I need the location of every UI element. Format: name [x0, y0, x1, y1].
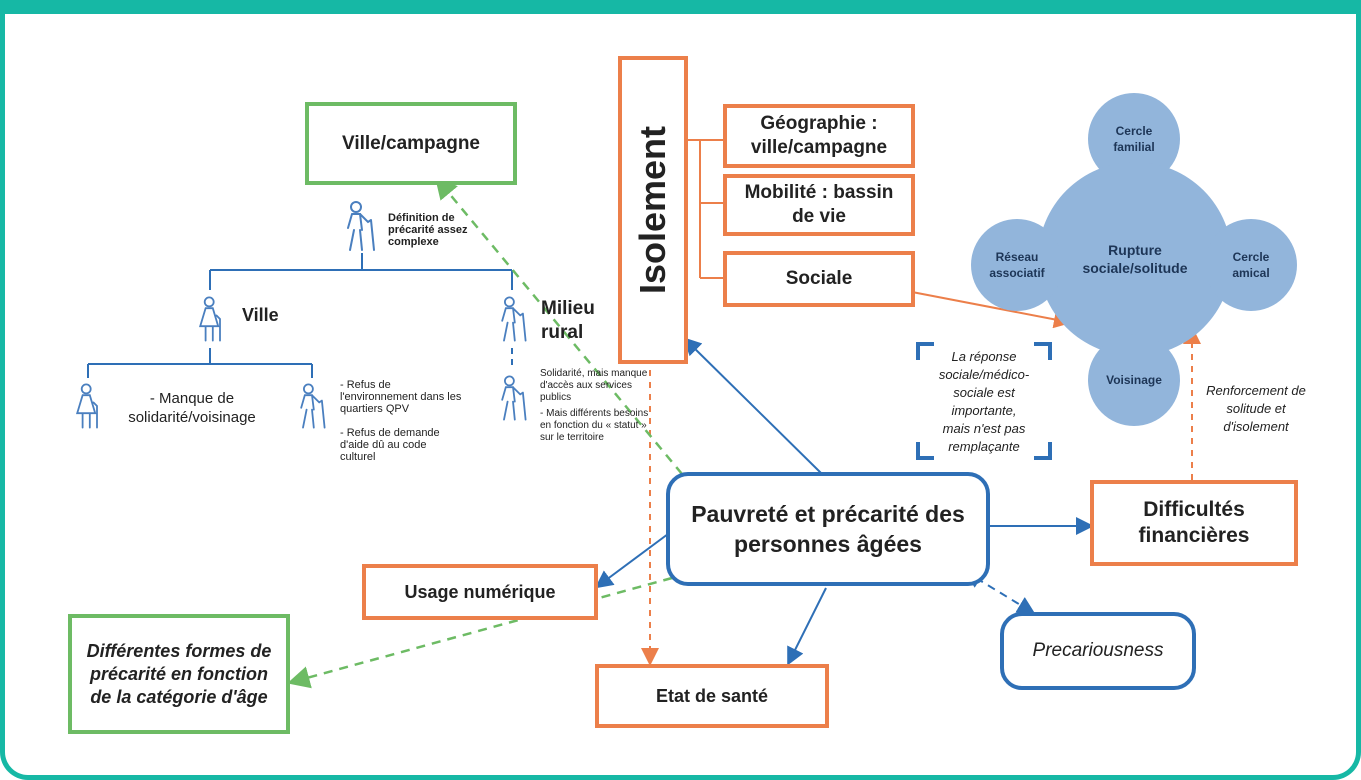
center-box: Pauvreté et précarité des personnes âgée…: [666, 472, 990, 586]
isolement-item-geographie: Géographie : ville/campagne: [723, 104, 915, 168]
isolement-item-mobilite: Mobilité : bassin de vie: [723, 174, 915, 236]
tree-lines: [87, 253, 513, 378]
definition-text: Définition de précarité assez complexe: [388, 212, 468, 248]
rural-note-2: - Mais différents besoins en fonction du…: [540, 408, 649, 443]
qpv-note-2: - Refus de demande d'aide dû au code cul…: [340, 427, 440, 463]
ville-campagne-box: Ville/campagne: [305, 102, 517, 185]
note-bracket: [916, 342, 1052, 460]
ville-note: - Manque de solidarité/voisinage: [128, 390, 256, 426]
elderly-person-icon: [347, 201, 375, 251]
circle-amical: Cercle amical: [1205, 219, 1297, 311]
isolement-item-sociale: Sociale: [723, 251, 915, 307]
elderly-person-icon: [75, 383, 98, 429]
elderly-person-icon: [501, 296, 527, 342]
difficultes-box: Difficultés financières: [1090, 480, 1298, 566]
rural-label: Milieu rural: [541, 298, 595, 343]
isolement-box: Isolement: [618, 56, 688, 364]
elderly-person-icon: [198, 296, 221, 342]
elderly-person-icon: [300, 383, 326, 429]
circle-associatif: Réseau associatif: [971, 219, 1063, 311]
formes-box: Différentes formes de précarité en fonct…: [68, 614, 290, 734]
rural-note-1: Solidarité, mais manque d'accès aux serv…: [540, 368, 648, 403]
isolement-title: Isolement: [632, 125, 674, 295]
sante-box: Etat de santé: [595, 664, 829, 728]
usage-box: Usage numérique: [362, 564, 598, 620]
response-note: La réponse sociale/médico-sociale est im…: [938, 349, 1030, 454]
elderly-person-icon: [501, 375, 527, 421]
precariousness-box: Precariousness: [1000, 612, 1196, 690]
renforcement-note: Renforcement de solitude et d'isolement: [1206, 383, 1306, 434]
qpv-note-1: - Refus de l'environnement dans les quar…: [340, 379, 462, 415]
ville-label: Ville: [242, 305, 279, 325]
circle-rupture: Rupture sociale/solitude: [1038, 162, 1232, 356]
circle-voisinage: Voisinage: [1088, 334, 1180, 426]
